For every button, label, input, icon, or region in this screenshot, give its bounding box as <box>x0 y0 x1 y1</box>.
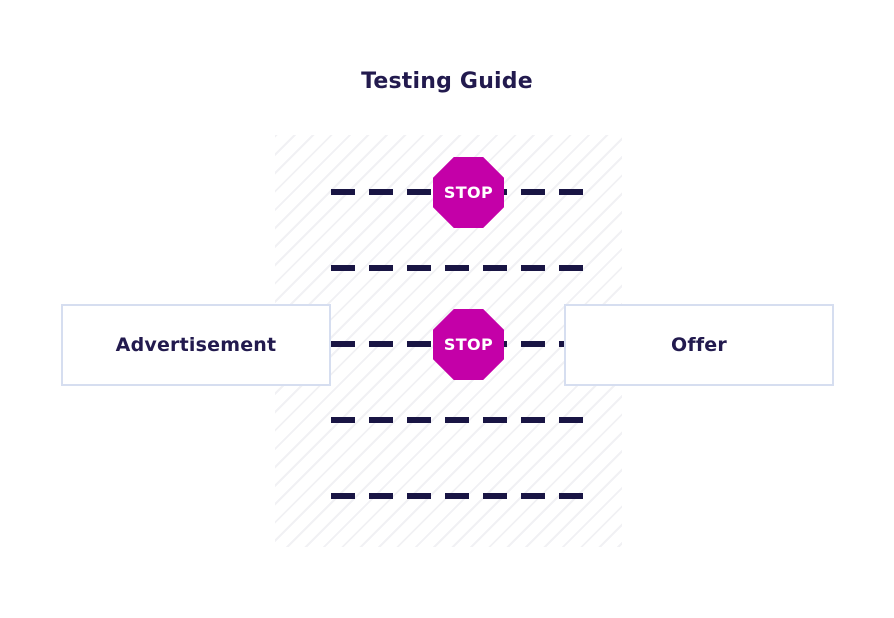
dash-segment <box>407 189 431 195</box>
dash-row <box>331 417 583 423</box>
dash-segment <box>483 493 507 499</box>
dash-segment <box>445 493 469 499</box>
dash-segment <box>521 265 545 271</box>
dash-segment <box>483 417 507 423</box>
dash-row <box>331 265 583 271</box>
offer-box-label: Offer <box>671 334 727 356</box>
stop-sign-icon[interactable]: STOP <box>433 309 504 380</box>
dash-segment <box>559 493 583 499</box>
dash-segment <box>407 265 431 271</box>
dash-segment <box>331 341 355 347</box>
dash-segment <box>331 189 355 195</box>
advertisement-box[interactable]: Advertisement <box>61 304 331 386</box>
advertisement-box-label: Advertisement <box>115 334 277 356</box>
dash-segment <box>559 189 583 195</box>
dash-segment <box>407 341 431 347</box>
dash-segment <box>331 265 355 271</box>
dash-segment <box>369 493 393 499</box>
dash-segment <box>559 417 583 423</box>
dash-segment <box>369 341 393 347</box>
dash-segment <box>521 189 545 195</box>
dash-segment <box>369 265 393 271</box>
dash-segment <box>521 341 545 347</box>
stop-sign-label: STOP <box>443 334 494 354</box>
dash-segment <box>521 417 545 423</box>
dash-segment <box>369 189 393 195</box>
dash-segment <box>331 417 355 423</box>
stop-sign-icon[interactable]: STOP <box>433 157 504 228</box>
stop-sign-label: STOP <box>443 182 494 202</box>
dash-segment <box>407 417 431 423</box>
page-title: Testing Guide <box>361 69 533 94</box>
dash-segment <box>445 417 469 423</box>
dash-segment <box>445 265 469 271</box>
dash-segment <box>559 265 583 271</box>
dash-segment <box>369 417 393 423</box>
dash-row <box>331 493 583 499</box>
dash-segment <box>407 493 431 499</box>
dash-segment <box>521 493 545 499</box>
offer-box[interactable]: Offer <box>564 304 834 386</box>
dash-segment <box>483 265 507 271</box>
dash-segment <box>331 493 355 499</box>
